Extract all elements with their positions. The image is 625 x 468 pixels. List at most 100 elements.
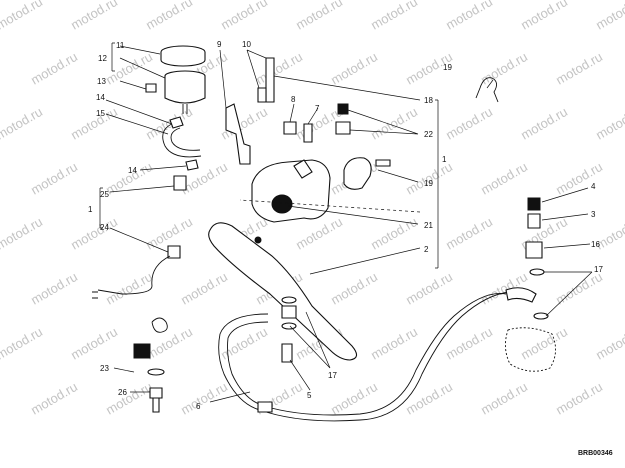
hose-end-fitting	[505, 287, 537, 303]
callout-2: 2	[424, 245, 429, 254]
reservoir-outlet	[182, 104, 188, 114]
banjo-union	[281, 305, 297, 319]
watermark-text: motod.ru	[553, 159, 605, 198]
banjo-seat	[293, 159, 313, 179]
callout-14b: 14	[128, 166, 137, 175]
callout-5: 5	[307, 391, 312, 400]
watermark-text: motod.ru	[553, 49, 605, 88]
leader-23	[113, 367, 135, 373]
clutch-switch	[167, 245, 181, 259]
slave-washer-lower	[533, 312, 549, 320]
short-bolt	[257, 87, 267, 103]
hose-guide	[151, 317, 168, 333]
watermark-text: motod.ru	[68, 214, 120, 253]
long-bolt	[265, 57, 275, 103]
screw	[303, 123, 313, 143]
bracket-1-left	[99, 187, 103, 229]
slave-union	[525, 241, 543, 259]
watermark-text: motod.ru	[103, 269, 155, 308]
watermark-text: motod.ru	[553, 379, 605, 418]
watermark-text: motod.ru	[443, 104, 495, 143]
leader-21	[287, 205, 419, 225]
leader-19	[377, 169, 419, 183]
reservoir-body	[164, 76, 206, 104]
sealing-washer-lower	[281, 322, 297, 330]
assembly-axis	[239, 199, 421, 213]
watermark-text: motod.ru	[593, 0, 625, 33]
watermark-text: motod.ru	[0, 214, 45, 253]
callout-4: 4	[591, 182, 596, 191]
leader-25	[109, 227, 169, 253]
callout-10: 10	[242, 40, 251, 49]
bracket-11-12	[111, 42, 115, 72]
leader-9	[219, 49, 227, 109]
watermark-text: motod.ru	[218, 324, 270, 363]
watermark-text: motod.ru	[218, 0, 270, 33]
leader-lines	[99, 42, 593, 403]
callout-26: 25	[100, 190, 109, 199]
watermark-text: motod.ru	[28, 269, 80, 308]
hose-sleeve	[257, 401, 273, 413]
leader-16	[543, 243, 591, 249]
slave-cylinder-outline	[505, 327, 556, 372]
bleed-screw-cap	[527, 197, 541, 211]
leader-11	[119, 45, 161, 55]
callout-20: 19	[443, 63, 452, 72]
callout-19: 19	[424, 179, 433, 188]
callout-12: 12	[98, 54, 107, 63]
leader-17-right	[544, 271, 593, 317]
leader-15	[105, 113, 169, 135]
watermark-text: motod.ru	[178, 379, 230, 418]
watermark-text: motod.ru	[68, 0, 120, 33]
callout-8: 8	[291, 95, 296, 104]
leader-2	[309, 247, 421, 275]
master-cylinder-bore	[271, 194, 293, 214]
watermark-text: motod.ru	[0, 0, 45, 33]
callout-17-right: 17	[594, 265, 603, 274]
leader-18	[273, 75, 421, 101]
watermark-text: motod.ru	[0, 104, 45, 143]
leader-17-left	[289, 311, 331, 369]
watermark-text: motod.ru	[293, 214, 345, 253]
watermark-text: motod.ru	[143, 324, 195, 363]
watermark-text: motod.ru	[68, 324, 120, 363]
watermark-text: motod.ru	[143, 0, 195, 33]
bleed-valve	[335, 121, 351, 135]
fixing-bolt	[149, 387, 163, 413]
watermark-text: motod.ru	[478, 49, 530, 88]
watermark-text: motod.ru	[518, 0, 570, 33]
watermark-text: motod.ru	[478, 159, 530, 198]
reservoir-hose	[162, 121, 202, 158]
leader-13	[119, 80, 147, 90]
watermark-text: motod.ru	[368, 324, 420, 363]
watermark-text: motod.ru	[593, 324, 625, 363]
leader-7	[307, 107, 319, 125]
watermark-text: motod.ru	[68, 104, 120, 143]
callout-9: 9	[217, 40, 222, 49]
master-cylinder-body	[251, 159, 331, 223]
spacer-bush	[283, 121, 297, 135]
watermark-text: motod.ru	[518, 104, 570, 143]
watermark-text: motod.ru	[403, 269, 455, 308]
reservoir-bracket	[225, 103, 251, 165]
watermark-text: motod.ru	[368, 104, 420, 143]
exploded-view	[92, 45, 556, 422]
watermark-text: motod.ru	[403, 379, 455, 418]
clutch-hose-outer	[218, 291, 519, 422]
watermark-text: motod.ru	[443, 0, 495, 33]
watermark-text: motod.ru	[103, 379, 155, 418]
washer	[147, 368, 165, 376]
leader-26	[109, 185, 175, 193]
bleed-cap	[337, 103, 349, 115]
leader-22	[347, 109, 419, 135]
plug	[145, 83, 157, 93]
watermark-text: motod.ru	[28, 159, 80, 198]
watermark-text: motod.ru	[253, 49, 305, 88]
hose-clip	[475, 77, 499, 103]
watermark-text: motod.ru	[28, 49, 80, 88]
clamp-bolt	[375, 159, 391, 167]
callout-22: 22	[424, 130, 433, 139]
leader-6	[209, 391, 251, 403]
callout-11: 11	[116, 41, 125, 50]
